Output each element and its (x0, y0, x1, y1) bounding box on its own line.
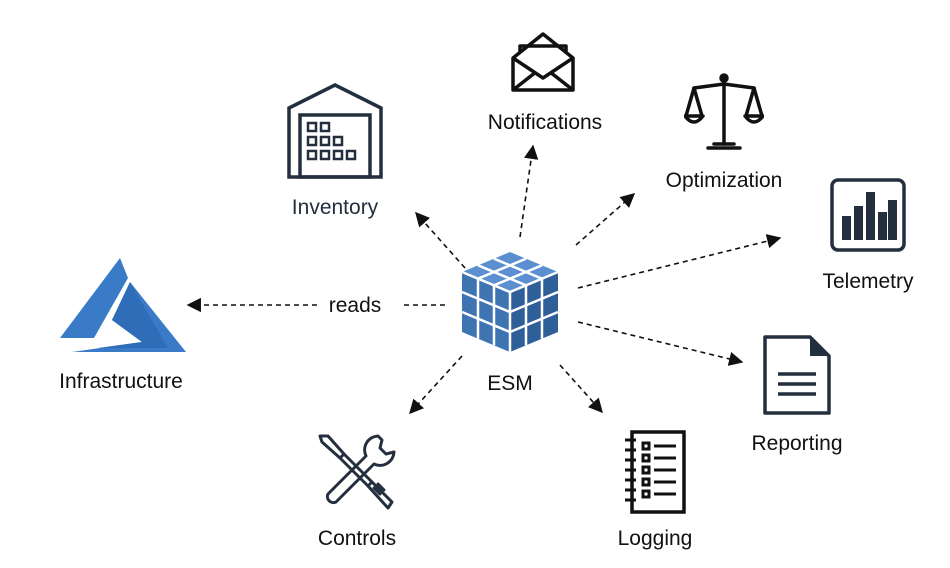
edge-controls (409, 355, 463, 415)
envelope-icon (511, 32, 575, 92)
edge-notifications (519, 144, 539, 238)
edge-label-reads: reads (328, 294, 382, 317)
node-label-telemetry: Telemetry (822, 270, 914, 293)
document-icon (763, 335, 831, 415)
scales-icon (684, 73, 764, 150)
node-label-optimization: Optimization (665, 169, 783, 192)
edge-telemetry (577, 234, 782, 289)
node-label-logging: Logging (617, 527, 693, 550)
cube-icon (461, 252, 559, 352)
bar-chart-icon (830, 178, 906, 252)
node-label-reporting: Reporting (751, 432, 843, 455)
edge-reporting (577, 321, 744, 366)
edge-logging (559, 364, 603, 414)
checklist-notebook-icon (625, 430, 686, 514)
node-label-infrastructure: Infrastructure (59, 370, 183, 393)
node-label-inventory: Inventory (291, 196, 379, 219)
node-label-controls: Controls (317, 527, 397, 550)
center-label: ESM (487, 372, 533, 395)
node-label-notifications: Notifications (487, 111, 603, 134)
warehouse-icon (287, 83, 383, 179)
edge-optimization (575, 193, 636, 246)
tools-icon (318, 434, 396, 510)
azure-logo-icon (60, 258, 186, 352)
edge-inventory (415, 211, 466, 269)
